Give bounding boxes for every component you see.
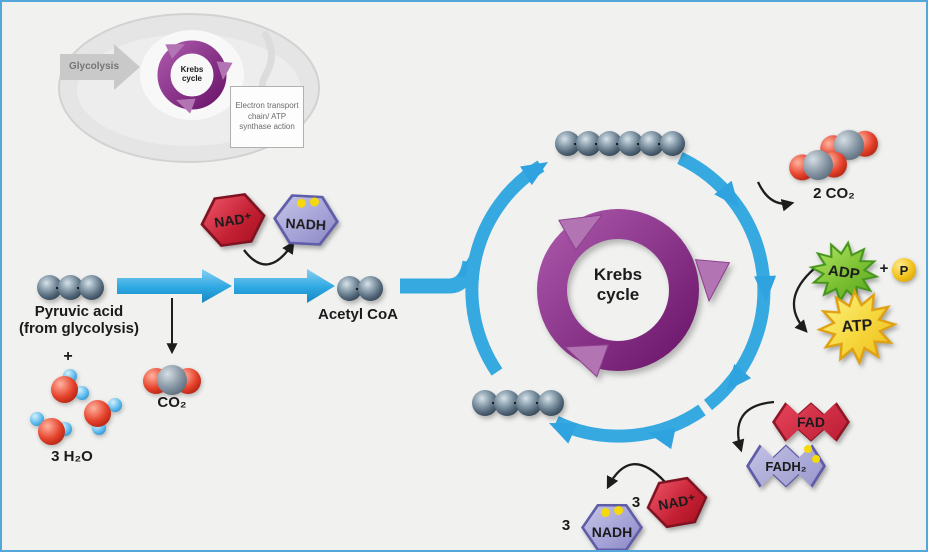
pyruvic-acid-label-line1: Pyruvic acid: [34, 303, 124, 320]
fad-to-fadh2-arrow: [732, 400, 775, 453]
carbon-sphere: [79, 275, 104, 300]
reaction-arrows: [166, 181, 816, 490]
inset-krebs-line2: cycle: [181, 74, 203, 83]
phosphate-token: P: [892, 258, 916, 282]
plus-sign: +: [63, 348, 73, 365]
phosphate-label: P: [899, 262, 909, 278]
nad-plus-label: NAD⁺: [213, 208, 253, 231]
adp-plus-sign: +: [879, 260, 889, 277]
fadh2-label: FADH₂: [765, 458, 807, 474]
water-label: 3 H₂O: [51, 448, 93, 465]
krebs-title-line1: Krebs: [593, 265, 643, 284]
inset-krebs-line1: Krebs: [180, 65, 204, 74]
cycle-arc-left: [465, 160, 545, 376]
two-co2-arrow: [756, 181, 795, 212]
nadh3-label: NADH: [591, 523, 633, 540]
co2-molecule: [143, 364, 201, 396]
flow-arrow-2-icon: [234, 269, 335, 303]
co2-output-label: 2 CO₂: [813, 185, 855, 202]
outer-cycle-ring: [465, 152, 777, 450]
adp-to-atp-arrow: [792, 267, 816, 333]
four-carbon-molecule: [472, 390, 564, 416]
nadh-token: NADH: [272, 193, 341, 246]
six-carbon-molecule: [555, 131, 685, 156]
pyruvic-acid-label-line2: (from glycolysis): [18, 320, 140, 337]
water-molecule-2: [80, 394, 124, 438]
nad-to-nadh-arrow: [243, 240, 295, 266]
krebs-ring-icon: [537, 209, 731, 378]
electron-dot-icon: [804, 445, 812, 453]
co2-label: CO₂: [157, 394, 187, 411]
pyruvate-flow-arrows: [117, 269, 335, 303]
atp-token: ATP: [813, 285, 900, 369]
nadh-count-label: 3: [561, 517, 571, 534]
co2-output-molecule-2: [788, 147, 849, 184]
fadh2-token: FADH₂: [746, 442, 826, 490]
acetyl-coa-molecule: [337, 276, 383, 301]
nad-plus-token: NAD⁺: [197, 191, 269, 250]
pyruvic-acid-label: Pyruvic acid (from glycolysis): [2, 303, 159, 337]
inset-krebs-label: Krebs cycle: [168, 65, 216, 83]
nadh-label: NADH: [285, 214, 327, 234]
fad-token: FAD: [772, 400, 850, 444]
pyruvic-acid-molecule: [37, 275, 104, 300]
krebs-cycle-title: Krebs cycle: [578, 265, 658, 305]
electron-dot-icon: [614, 506, 623, 515]
mini-krebs-ring-icon: [157, 40, 233, 114]
fad-label: FAD: [797, 414, 825, 430]
acetyl-coa-label: Acetyl CoA: [317, 306, 399, 323]
nadh3-token: NADH: [581, 504, 643, 550]
nad3-to-nadh3-arrow: [606, 463, 666, 490]
glycolysis-arrow-icon: [60, 44, 140, 90]
atp-label: ATP: [841, 316, 873, 337]
water-molecule-3: [30, 410, 76, 454]
flow-arrow-1-icon: [117, 269, 232, 303]
carbon-sphere: [660, 131, 685, 156]
electron-dot-icon: [812, 455, 820, 463]
glycolysis-label: Glycolysis: [68, 61, 120, 72]
electron-dot-icon: [601, 508, 610, 517]
water-molecule-1: [47, 369, 91, 414]
cycle-arc-bottom: [553, 404, 706, 443]
carbon-sphere: [538, 390, 564, 416]
etc-box: Electron transport chain/ ATP synthase a…: [230, 86, 304, 148]
krebs-title-line2: cycle: [596, 285, 640, 304]
carbon-sphere: [358, 276, 383, 301]
nad-count-label: 3: [631, 494, 641, 511]
